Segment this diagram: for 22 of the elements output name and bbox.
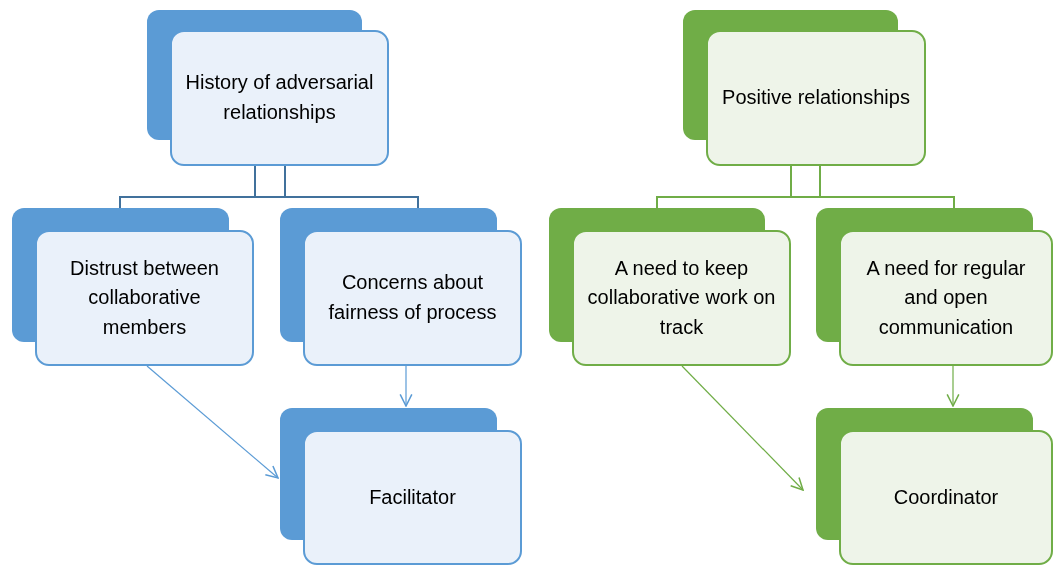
stacked-card bbox=[816, 208, 1053, 366]
stacked-card bbox=[816, 408, 1053, 565]
node-text: Coordinator bbox=[892, 484, 1000, 510]
stacked-card bbox=[683, 10, 926, 166]
node-text: A need to keep collaborative work on track bbox=[586, 255, 777, 340]
arrow bbox=[946, 365, 960, 407]
stacked-card bbox=[12, 208, 254, 366]
stacked-card bbox=[280, 208, 522, 366]
connector-line bbox=[789, 165, 955, 209]
arrow bbox=[681, 365, 804, 491]
stacked-card bbox=[549, 208, 791, 366]
arrow bbox=[399, 365, 413, 407]
stacked-card bbox=[280, 408, 522, 565]
node-text: History of adversarial relationships bbox=[184, 70, 375, 125]
node-text: A need for regular and open communication bbox=[865, 255, 1027, 340]
node-text: Facilitator bbox=[368, 484, 457, 510]
arrow bbox=[146, 365, 279, 479]
node-text: Positive relationships bbox=[721, 85, 911, 111]
node-text: Distrust between collaborative members bbox=[69, 255, 220, 340]
stacked-card bbox=[147, 10, 389, 166]
connector-line bbox=[254, 165, 419, 209]
node-text: Concerns about fairness of process bbox=[327, 270, 498, 325]
